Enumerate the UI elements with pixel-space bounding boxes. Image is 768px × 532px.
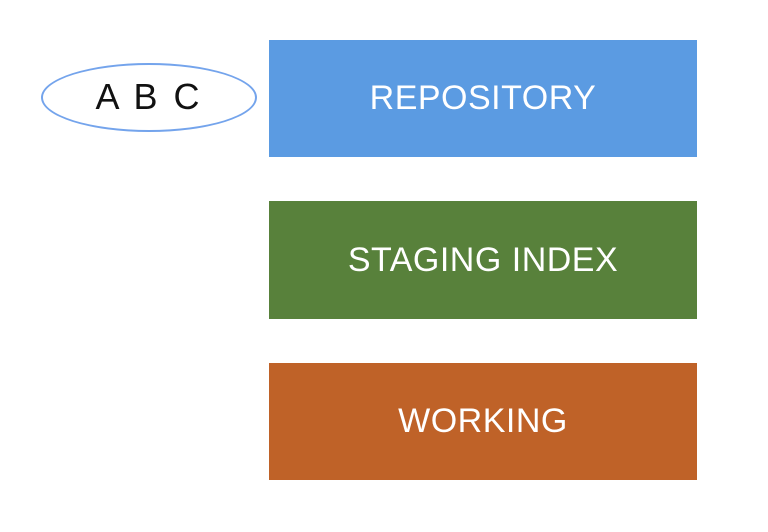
repository-box-label: REPOSITORY xyxy=(369,79,597,117)
staging-index-box-label: STAGING INDEX xyxy=(347,240,619,279)
staging-index-box: STAGING INDEX xyxy=(269,201,697,319)
abc-ellipse-shape: A B C xyxy=(41,63,257,132)
repository-box: REPOSITORY xyxy=(269,40,697,157)
working-box: WORKING xyxy=(269,363,697,480)
abc-ellipse-label: A B C xyxy=(95,75,203,117)
working-box-label: WORKING xyxy=(398,402,568,440)
